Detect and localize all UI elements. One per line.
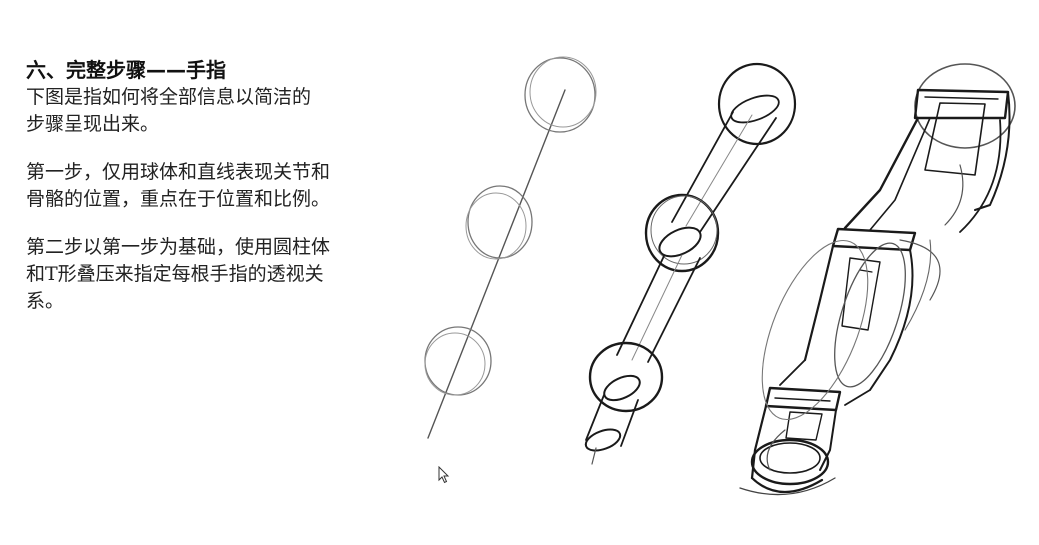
joint-sphere-middle xyxy=(468,186,532,258)
fingertip-cap xyxy=(583,425,623,454)
sketch-step-three xyxy=(740,64,1015,495)
sketch-step-one xyxy=(425,57,596,438)
joint-sphere-top xyxy=(525,58,595,132)
mouse-pointer-icon xyxy=(438,466,450,484)
cylinder-joint-top xyxy=(719,64,795,144)
sketch-step-two xyxy=(583,64,795,464)
finger-tip xyxy=(752,440,828,484)
finger-knuckle-middle xyxy=(833,229,915,250)
bone-line xyxy=(428,90,565,438)
